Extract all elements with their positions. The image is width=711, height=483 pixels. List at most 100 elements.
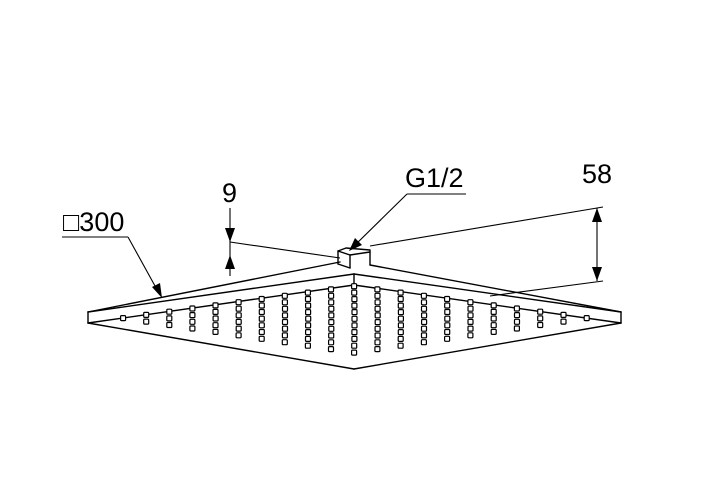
- nozzle: [351, 335, 358, 342]
- thickness-extension-top: [229, 241, 341, 259]
- height-label: 58: [582, 159, 612, 189]
- nozzle: [374, 299, 381, 306]
- nozzle: [467, 299, 474, 306]
- nozzle: [397, 302, 404, 309]
- nozzle: [444, 315, 451, 322]
- nozzle: [351, 309, 358, 316]
- nozzle: [513, 312, 521, 319]
- height-extension-bottom: [489, 280, 604, 297]
- nozzle: [467, 318, 474, 325]
- nozzle: [490, 308, 497, 315]
- nozzle: [166, 308, 173, 315]
- size-leader: □300: [62, 207, 162, 298]
- nozzle: [351, 302, 358, 309]
- thickness-arrow-bottom: [225, 255, 235, 269]
- nozzle: [560, 318, 567, 325]
- nozzle-array: [119, 283, 590, 356]
- nozzle: [374, 305, 381, 312]
- nozzle: [119, 315, 127, 322]
- nozzle: [258, 308, 265, 316]
- nozzle: [420, 339, 427, 346]
- nozzle: [583, 315, 590, 322]
- nozzle: [374, 292, 381, 299]
- nozzle: [328, 312, 335, 319]
- nozzle: [212, 328, 219, 335]
- nozzle: [444, 328, 451, 336]
- height-extension-top: [369, 206, 604, 247]
- nozzle: [351, 342, 358, 349]
- nozzle: [351, 322, 358, 329]
- nozzle: [397, 322, 404, 329]
- nozzle: [281, 332, 288, 339]
- nozzle: [258, 315, 265, 322]
- nozzle: [235, 312, 242, 319]
- height-arrow-bottom: [592, 267, 602, 281]
- nozzle: [560, 311, 567, 318]
- size-label: □300: [63, 207, 124, 237]
- nozzle: [189, 325, 196, 332]
- connector-bottom-edge: [337, 263, 351, 269]
- nozzle: [421, 318, 428, 326]
- nozzle: [420, 325, 428, 332]
- nozzle: [444, 335, 451, 342]
- nozzle: [328, 305, 335, 312]
- nozzle: [351, 329, 358, 336]
- nozzle: [305, 322, 312, 329]
- nozzle: [189, 312, 196, 319]
- nozzle: [467, 305, 474, 312]
- thread-connector: [337, 247, 371, 269]
- nozzle: [328, 299, 335, 306]
- nozzle: [328, 319, 335, 326]
- nozzle: [258, 295, 265, 303]
- nozzle: [421, 312, 428, 319]
- nozzle: [537, 315, 544, 322]
- nozzle: [304, 335, 312, 342]
- nozzle: [304, 289, 311, 296]
- nozzle: [420, 305, 428, 312]
- nozzle: [235, 305, 242, 312]
- nozzle: [281, 318, 289, 326]
- nozzle: [305, 309, 312, 316]
- thread-leader-arrow: [349, 238, 362, 251]
- nozzle: [490, 328, 497, 335]
- nozzle: [374, 325, 381, 332]
- nozzle: [513, 325, 521, 332]
- nozzle: [420, 299, 428, 306]
- dimension-thickness: 9: [222, 178, 341, 276]
- nozzle: [537, 321, 544, 329]
- nozzle: [258, 302, 265, 309]
- nozzle: [351, 283, 358, 290]
- nozzle: [281, 312, 289, 319]
- nozzle: [490, 315, 497, 322]
- nozzle: [281, 339, 288, 346]
- nozzle: [397, 315, 404, 322]
- nozzle: [420, 292, 427, 299]
- nozzle: [235, 299, 242, 306]
- nozzle: [327, 286, 335, 293]
- nozzle: [281, 305, 289, 312]
- nozzle: [351, 315, 358, 322]
- nozzle: [328, 325, 335, 332]
- nozzle: [513, 305, 521, 312]
- nozzle: [397, 309, 404, 316]
- nozzle: [351, 296, 358, 303]
- nozzle: [397, 335, 404, 342]
- nozzle: [467, 325, 474, 332]
- nozzle: [235, 332, 242, 339]
- nozzle: [397, 329, 404, 336]
- nozzle: [444, 302, 451, 309]
- nozzle: [328, 332, 335, 339]
- nozzle: [467, 312, 474, 319]
- nozzle: [467, 332, 474, 339]
- nozzle: [189, 318, 196, 325]
- connector-top-edge: [349, 251, 371, 256]
- nozzle: [143, 318, 150, 325]
- nozzle: [397, 342, 404, 349]
- nozzle: [374, 339, 381, 346]
- nozzle: [328, 339, 335, 346]
- plate-top-back-right-edge: [369, 264, 622, 313]
- nozzle: [166, 321, 173, 329]
- dimension-height: 58: [369, 159, 612, 297]
- nozzle: [212, 308, 219, 315]
